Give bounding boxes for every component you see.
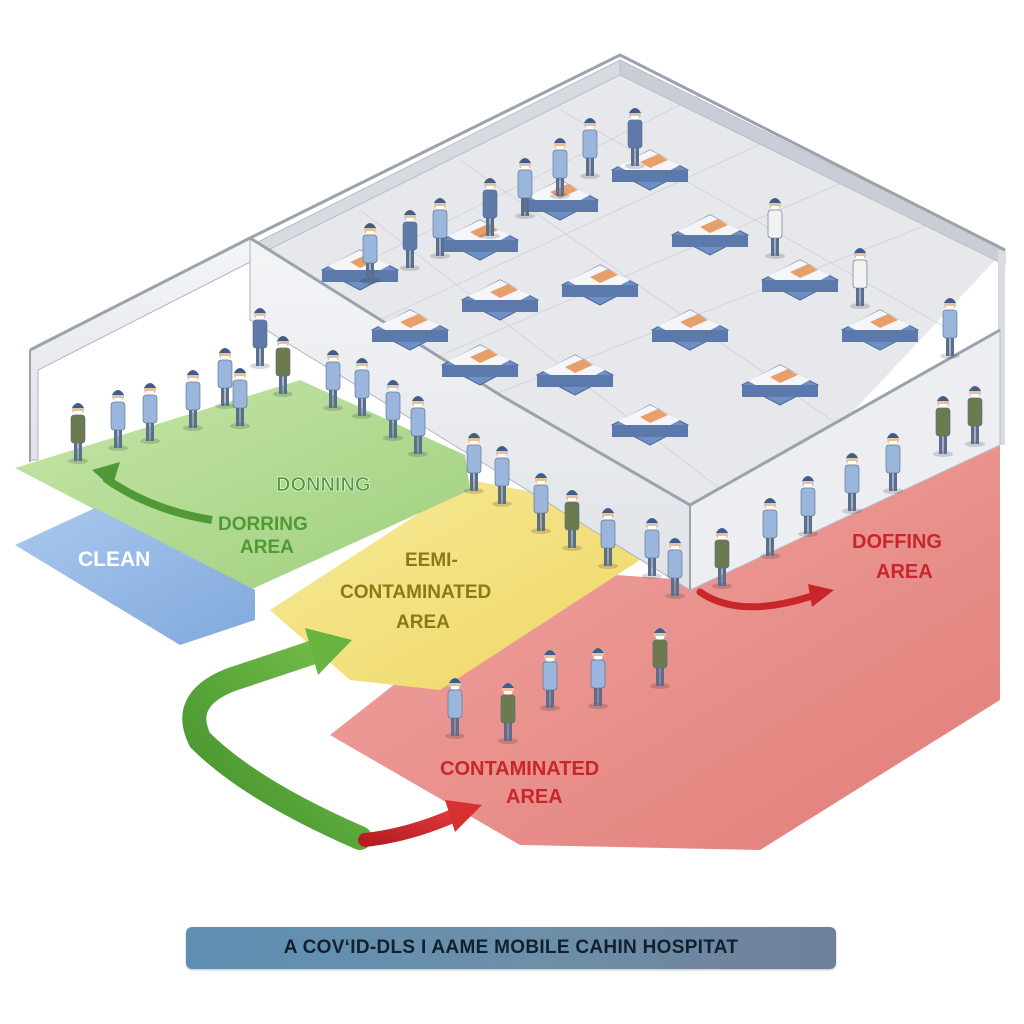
staff-figure [798,476,818,537]
donning-sign-label: DONNING [276,474,370,496]
diagram-caption: A COVʻID-DLS I AAME MOBILE CAHIN HOSPITA… [186,927,836,969]
donning-green-arrow [102,474,213,524]
staff-figure [760,498,780,559]
semi-contaminated-area-floor [270,480,640,690]
ward-floor [258,60,1000,585]
staff-figure [665,538,685,599]
staff-figure [464,433,484,494]
staff-figure [323,350,343,411]
doffing-red-arrow [696,588,819,611]
staff-figure [498,683,518,744]
staff-figure [712,528,732,589]
staff-figure [515,158,535,219]
doffing-arrow-head [808,584,834,607]
semi-contaminated-label-line2: CONTAMINATED [340,582,491,603]
hospital-bed [840,309,920,351]
hospital-bed [650,309,730,351]
staff-figure [360,223,380,284]
staff-figure [550,138,570,199]
clean-area-floor [15,508,255,645]
staff-figure [588,648,608,709]
hospital-bed [610,404,690,446]
staff-figure [933,396,953,457]
staff-figure [580,118,600,179]
semi-contaminated-label-line3: AREA [396,612,450,633]
clean-label: CLEAN [78,548,150,571]
donning-area-label-line1: DORRING [218,514,308,535]
divider-top-edge [249,236,1001,507]
hospital-bed [760,259,840,301]
staff-figure [480,178,500,239]
contaminated-red-arrow [358,808,462,847]
staff-figure [68,403,88,464]
staff-figure [883,433,903,494]
staff-figure [765,198,785,259]
staff-figure [625,108,645,169]
entry-arrow-head [305,628,352,675]
staff-figure [562,490,582,551]
ward-beds [320,149,920,446]
staff-figure [383,380,403,441]
staff-figure [445,678,465,739]
entry-green-arrow [182,638,372,850]
staff-figure [400,210,420,271]
staff-figure [842,453,862,514]
doffing-label-line2: AREA [876,561,933,583]
staff-figure [230,368,250,429]
hospital-bed [440,344,520,386]
staff-figure [408,396,428,457]
staff-figure [531,473,551,534]
staff-figure [108,390,128,451]
staff-figure [492,446,512,507]
hospital-bed [440,219,520,261]
hospital-bed [370,309,450,351]
staff-figures [68,108,985,744]
staff-figure [183,370,203,431]
hospital-bed [560,264,640,306]
doffing-label-line1: DOFFING [852,531,942,553]
contaminated-label-line2: AREA [506,786,563,808]
flow-arrows [92,462,834,850]
staff-figure [940,298,960,359]
staff-figure [250,308,270,369]
staff-figure [965,386,985,447]
hospital-bed [535,354,615,396]
staff-figure [598,508,618,569]
hospital-bed [460,279,540,321]
staff-figure [650,628,670,689]
staff-figure [140,383,160,444]
staff-figure [540,650,560,711]
hospital-structure [29,53,1006,591]
staff-figure [215,348,235,409]
donning-arrow-head [92,462,120,488]
contaminated-label-line1: CONTAMINATED [440,758,599,780]
hospital-bed [670,214,750,256]
hospital-bed [740,364,820,406]
contaminated-arrow-head [445,800,482,832]
staff-figure [430,198,450,259]
zone-labels: CLEAN DONNING DORRING AREA EEMI- CONTAMI… [78,474,942,808]
staff-figure [273,336,293,397]
staff-figure [642,518,662,579]
wall-top-edge [29,53,1006,352]
staff-figure [352,358,372,419]
donning-area-label-line2: AREA [240,537,294,558]
staff-figure [850,248,870,309]
donning-area-floor [15,380,470,590]
semi-contaminated-label-line1: EEMI- [405,550,458,571]
